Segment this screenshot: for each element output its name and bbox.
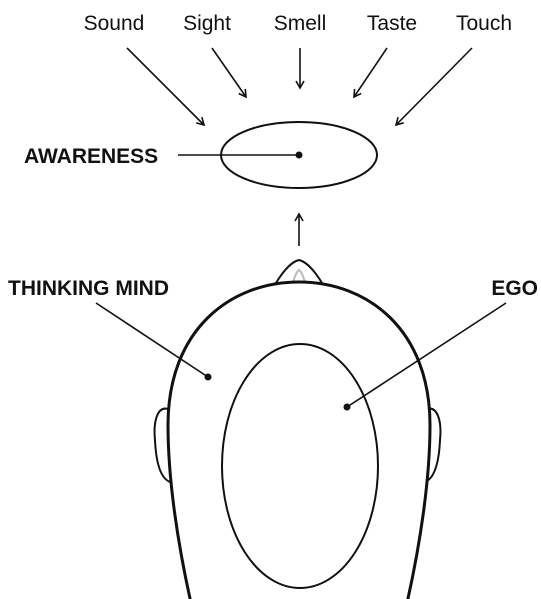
touch-arrow <box>396 48 472 125</box>
taste-arrow <box>354 48 387 97</box>
sound-arrow <box>127 48 204 125</box>
sense-label-sound: Sound <box>84 12 145 35</box>
awareness-dot <box>296 152 303 159</box>
thinking-mind-label: THINKING MIND <box>8 277 169 300</box>
ego-ellipse <box>222 344 378 588</box>
sense-label-smell: Smell <box>274 12 327 35</box>
ego-dot <box>344 404 351 411</box>
sense-label-taste: Taste <box>367 12 417 35</box>
sense-label-touch: Touch <box>456 12 512 35</box>
awareness-label: AWARENESS <box>24 145 158 168</box>
thinking-mind-dot <box>205 374 212 381</box>
sense-label-sight: Sight <box>183 12 231 35</box>
ego-label: EGO <box>491 277 538 300</box>
sight-arrow <box>212 48 246 97</box>
